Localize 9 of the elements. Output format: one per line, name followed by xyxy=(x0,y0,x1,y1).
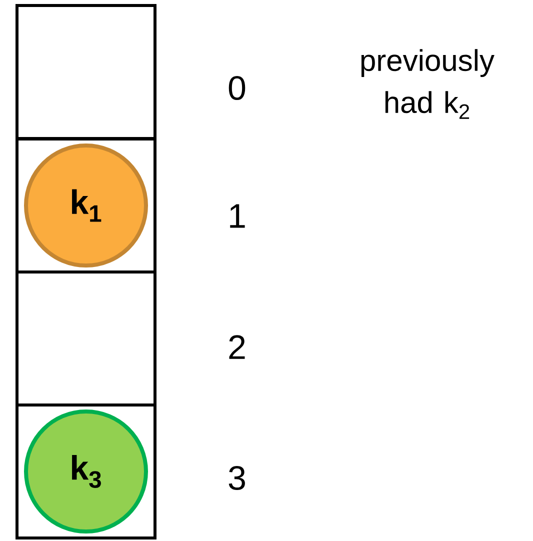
table-cell xyxy=(16,4,156,140)
index-number: 2 xyxy=(229,335,245,359)
table-cell xyxy=(16,138,156,274)
table-cell xyxy=(16,270,156,406)
index-number: 0 xyxy=(228,76,246,100)
index-number: 1 xyxy=(230,204,245,228)
table-cell xyxy=(16,404,156,540)
note: previously had k$_{2}$ xyxy=(361,49,494,119)
index-number: 3 xyxy=(228,466,245,490)
